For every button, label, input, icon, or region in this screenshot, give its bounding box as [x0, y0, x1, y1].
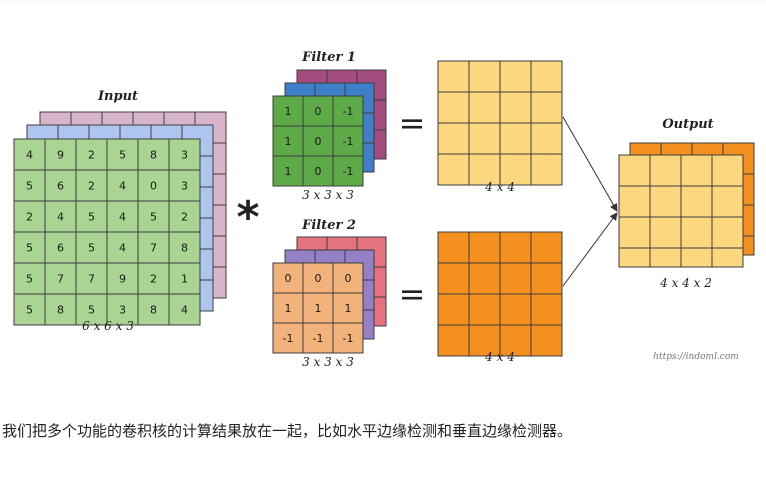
cell-value: 4 [119, 179, 126, 192]
cell-value: 2 [26, 210, 33, 223]
cell-value: 0 [315, 105, 322, 118]
filter1-front-layer-background [272, 95, 364, 187]
result2-layer [437, 231, 563, 357]
cell-value: 0 [150, 179, 157, 192]
filter2-front-layer-background [272, 262, 364, 354]
cell-value: 4 [181, 303, 188, 316]
cell-value: 5 [26, 241, 33, 254]
cell-value: 9 [57, 148, 64, 161]
cell-value: 2 [88, 179, 95, 192]
convolution-operator: * [236, 192, 259, 243]
output-title: Output [662, 117, 713, 132]
cell-value: 2 [88, 148, 95, 161]
grid-cell [530, 324, 563, 357]
cell-value: 1 [285, 302, 292, 315]
cell-value: 8 [150, 148, 157, 161]
result2-grid [437, 231, 563, 357]
cell-value: 7 [57, 272, 64, 285]
cell-value: 8 [150, 303, 157, 316]
cell-value: 1 [285, 135, 292, 148]
filter2-volume: 0 0 0 1 1 1 -1 -1 -1 [272, 236, 387, 354]
cell-value: 2 [150, 272, 157, 285]
input-front-layer: 4 9 2 5 8 3 5 6 2 4 0 3 2 4 5 4 5 2 5 6 5 4 7 8 5 7 7 9 2 1 5 8 5 3 8 4 [13, 138, 201, 326]
watermark: https://indoml.com [653, 352, 739, 362]
cell-value: 5 [26, 303, 33, 316]
cell-value: -1 [343, 135, 354, 148]
cell-value: 4 [57, 210, 64, 223]
cell-value: 4 [26, 148, 33, 161]
cell-value: -1 [343, 105, 354, 118]
cell-value: 0 [315, 135, 322, 148]
cell-value: 0 [285, 272, 292, 285]
cell-value: 7 [88, 272, 95, 285]
equals-sign-top: = [399, 104, 426, 142]
cell-value: 0 [315, 165, 322, 178]
cell-value: 3 [181, 148, 188, 161]
cell-value: 6 [57, 241, 64, 254]
cell-value: -1 [283, 332, 294, 345]
filter1-dims-label: 3 x 3 x 3 [302, 188, 354, 202]
cell-value: 5 [88, 303, 95, 316]
output-volume [618, 142, 755, 268]
cell-value: 1 [285, 165, 292, 178]
cell-value: 9 [119, 272, 126, 285]
filter2-front-layer: 0 0 0 1 1 1 -1 -1 -1 [272, 262, 364, 354]
cell-value: 5 [88, 210, 95, 223]
grid-cell [168, 293, 201, 326]
output-front-layer [618, 154, 744, 268]
page-top-fade [0, 0, 766, 4]
filter1-title: Filter 1 [301, 50, 356, 65]
equals-sign-bottom: = [399, 275, 426, 313]
filter2-dims-label: 3 x 3 x 3 [302, 355, 354, 369]
cell-value: 1 [345, 302, 352, 315]
cell-value: -1 [313, 332, 324, 345]
cell-value: 5 [119, 148, 126, 161]
result2-dims-label: 4 x 4 [484, 350, 515, 364]
filter1-volume: 1 0 -1 1 0 -1 1 0 -1 [272, 69, 387, 187]
cell-value: 1 [285, 105, 292, 118]
cell-value: 5 [26, 272, 33, 285]
output-dims-label: 4 x 4 x 2 [659, 276, 712, 290]
explanation-caption: 我们把多个功能的卷积核的计算结果放在一起，比如水平边缘检测和垂直边缘检测器。 [2, 422, 573, 440]
grid-cell [332, 155, 364, 187]
cell-value: 1 [181, 272, 188, 285]
cell-value: 7 [150, 241, 157, 254]
cell-value: 0 [345, 272, 352, 285]
cell-value: 4 [119, 210, 126, 223]
cell-value: 8 [57, 303, 64, 316]
cell-value: 3 [181, 179, 188, 192]
cell-value: -1 [343, 332, 354, 345]
merge-arrows [562, 116, 618, 287]
arrow-from-result2 [562, 212, 618, 287]
cell-value: 5 [150, 210, 157, 223]
cell-value: 5 [88, 241, 95, 254]
grid-cell [530, 153, 563, 186]
grid-cell [332, 322, 364, 354]
cell-value: 6 [57, 179, 64, 192]
cell-value: 0 [315, 272, 322, 285]
cell-value: 8 [181, 241, 188, 254]
cell-value: 4 [119, 241, 126, 254]
input-volume: 4 9 2 5 8 3 5 6 2 4 0 3 2 4 5 4 5 2 5 6 5 4 7 8 5 7 7 9 2 1 5 8 5 3 8 4 [13, 111, 227, 326]
cell-value: 5 [26, 179, 33, 192]
input-title: Input [97, 89, 138, 104]
cell-value: 1 [315, 302, 322, 315]
filter2-title: Filter 2 [301, 218, 356, 233]
cell-value: 2 [181, 210, 188, 223]
arrow-from-result1 [562, 116, 618, 212]
result1-layer [437, 60, 563, 186]
cell-value: -1 [343, 165, 354, 178]
cell-value: 3 [119, 303, 126, 316]
input-dims-label: 6 x 6 x 3 [82, 319, 134, 333]
result1-dims-label: 4 x 4 [484, 180, 515, 194]
filter1-front-layer: 1 0 -1 1 0 -1 1 0 -1 [272, 95, 364, 187]
result1-grid [437, 60, 563, 186]
